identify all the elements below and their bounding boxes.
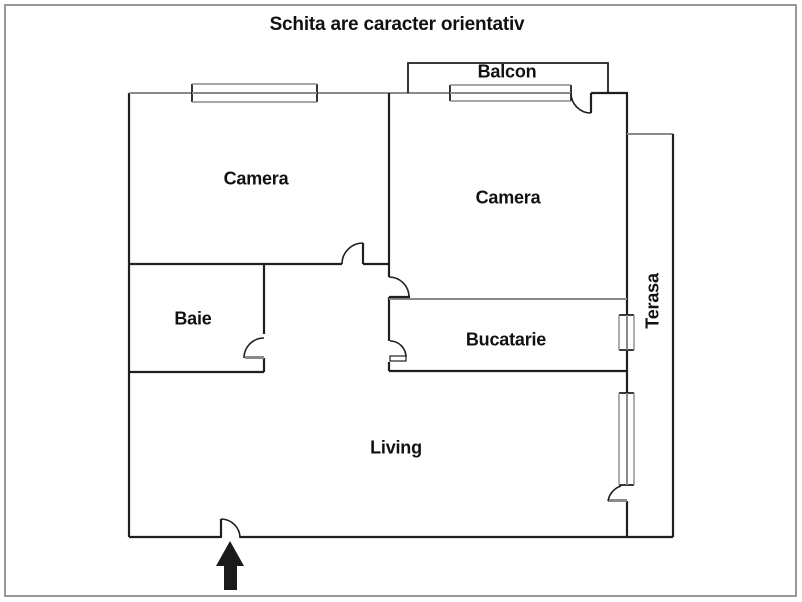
window-camera-left xyxy=(191,83,318,103)
sketch-disclaimer-title: Schita are caracter orientativ xyxy=(269,14,525,35)
exterior-walls xyxy=(127,91,673,539)
door-balcony xyxy=(570,92,593,114)
window-balcony xyxy=(449,84,572,102)
room-label-bucatarie: Bucatarie xyxy=(465,329,547,350)
room-label-terasa: Terasa xyxy=(642,273,663,329)
door-entrance xyxy=(219,518,241,539)
interior-walls xyxy=(129,93,627,374)
window-living xyxy=(618,392,635,486)
window-kitchen xyxy=(618,314,635,351)
door-camera-right xyxy=(388,276,410,299)
door-terrace xyxy=(607,485,627,502)
room-label-camera-left: Camera xyxy=(223,168,289,189)
terrace-walls xyxy=(627,133,675,537)
room-label-balcon: Balcon xyxy=(477,61,537,82)
door-kitchen xyxy=(389,340,407,362)
room-label-baie: Baie xyxy=(174,308,212,329)
door-bathroom xyxy=(243,337,265,359)
balcony-outline xyxy=(407,62,609,93)
room-label-camera-right: Camera xyxy=(475,187,541,208)
room-label-living: Living xyxy=(370,437,422,458)
door-camera-left xyxy=(341,242,365,265)
sketch-border xyxy=(4,4,797,597)
entrance-arrow-icon xyxy=(216,541,244,590)
